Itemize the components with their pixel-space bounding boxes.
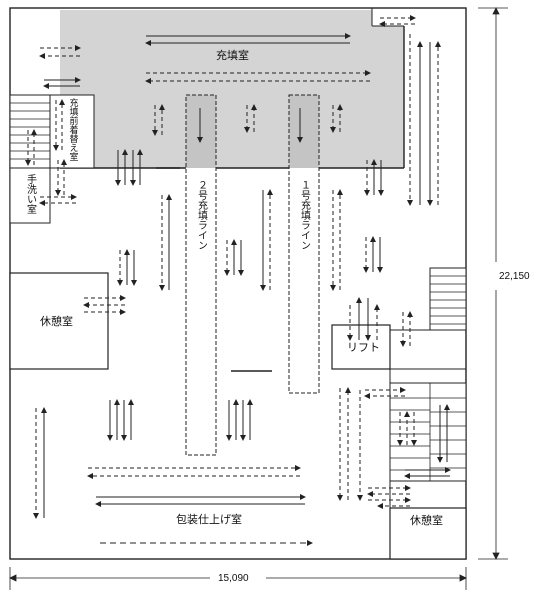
filling-room-area <box>60 10 404 168</box>
filling-room-label: 充填室 <box>216 49 249 62</box>
washroom-box <box>9 167 51 224</box>
rest-room-right-label: 休憩室 <box>410 514 443 527</box>
left-stairs-steps <box>10 102 50 160</box>
rest-room-right-box <box>389 507 467 560</box>
filling-line-2-label: ２号充填ライン <box>195 180 207 250</box>
filling-line-1 <box>288 94 320 394</box>
right-stairs-top-steps <box>430 275 466 325</box>
washroom-label: 手洗い室 <box>24 174 36 214</box>
lift-label: リフト <box>347 341 380 354</box>
rest-room-left-box <box>9 272 109 370</box>
line1-gray-top <box>289 95 319 168</box>
lift-box <box>331 324 391 370</box>
filling-line-2 <box>185 94 217 456</box>
right-stairs-top <box>429 267 467 331</box>
right-stairs-bottom <box>389 382 467 482</box>
flow-arrows <box>25 15 451 546</box>
filling-line-1-label: １号充填ライン <box>298 180 310 250</box>
changing-room <box>49 94 95 169</box>
height-dimension: 22,150 <box>499 271 530 282</box>
packaging-room-label: 包装仕上げ室 <box>176 513 242 526</box>
dimension-lines <box>9 7 508 590</box>
width-dimension: 15,090 <box>218 573 249 584</box>
rest-room-left-label: 休憩室 <box>40 315 73 328</box>
pre-fill-changing-room-label: 充填前着替え室 <box>67 98 78 161</box>
left-stairs <box>9 94 51 169</box>
line2-gray-top <box>186 95 216 168</box>
